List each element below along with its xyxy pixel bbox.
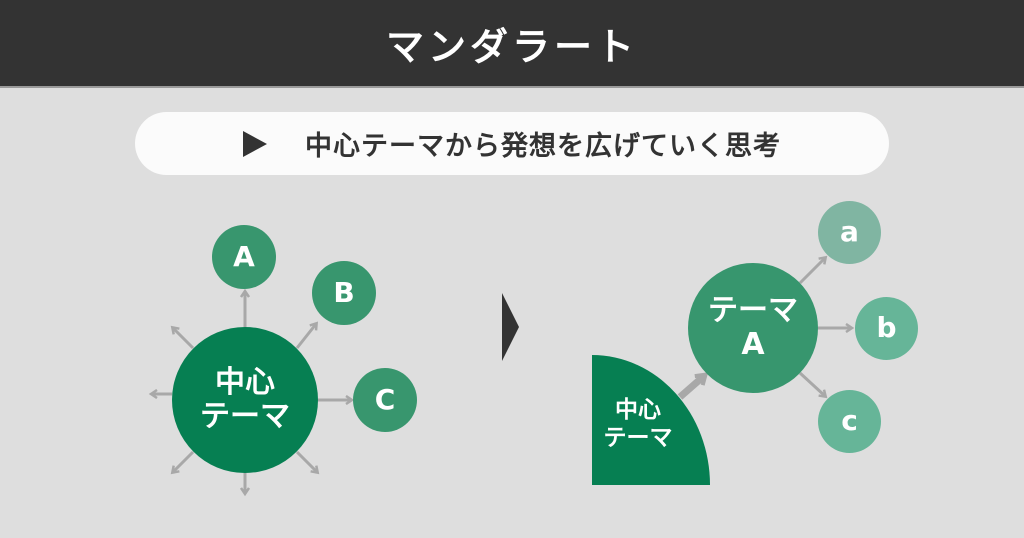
center-line1: 中心: [215, 364, 275, 400]
theme-a-circle: テーマ A: [688, 263, 818, 393]
subtitle-pill: 中心テーマから発想を広げていく思考: [135, 112, 889, 175]
origin-label: 中心 テーマ: [592, 397, 684, 452]
theme-line2: A: [741, 327, 765, 362]
left-arrows: [152, 292, 351, 493]
center-theme-circle: 中心 テーマ: [172, 327, 318, 473]
play-triangle-icon: [243, 130, 267, 157]
node-label: c: [841, 404, 858, 438]
node-a-circle: A: [212, 225, 276, 289]
sub-node-c-circle: c: [818, 390, 881, 453]
node-label: B: [333, 275, 355, 309]
node-label: a: [840, 215, 859, 249]
sub-node-b-circle: b: [855, 297, 918, 360]
center-line2: テーマ: [200, 399, 290, 434]
sub-node-a-circle: a: [818, 201, 881, 264]
subtitle-text: 中心テーマから発想を広げていく思考: [305, 131, 781, 162]
node-c-circle: C: [353, 368, 417, 432]
node-label: C: [374, 382, 396, 416]
header-bar: マンダラート: [0, 0, 1024, 88]
theme-line1: テーマ: [708, 292, 798, 328]
next-arrow-icon: [502, 293, 519, 361]
origin-line2: テーマ: [603, 424, 673, 451]
origin-line1: 中心: [615, 397, 661, 423]
node-label: b: [876, 311, 897, 345]
node-b-circle: B: [312, 261, 376, 325]
node-label: A: [233, 239, 255, 273]
page-title: マンダラート: [385, 24, 638, 69]
right-arrows: [677, 258, 851, 400]
